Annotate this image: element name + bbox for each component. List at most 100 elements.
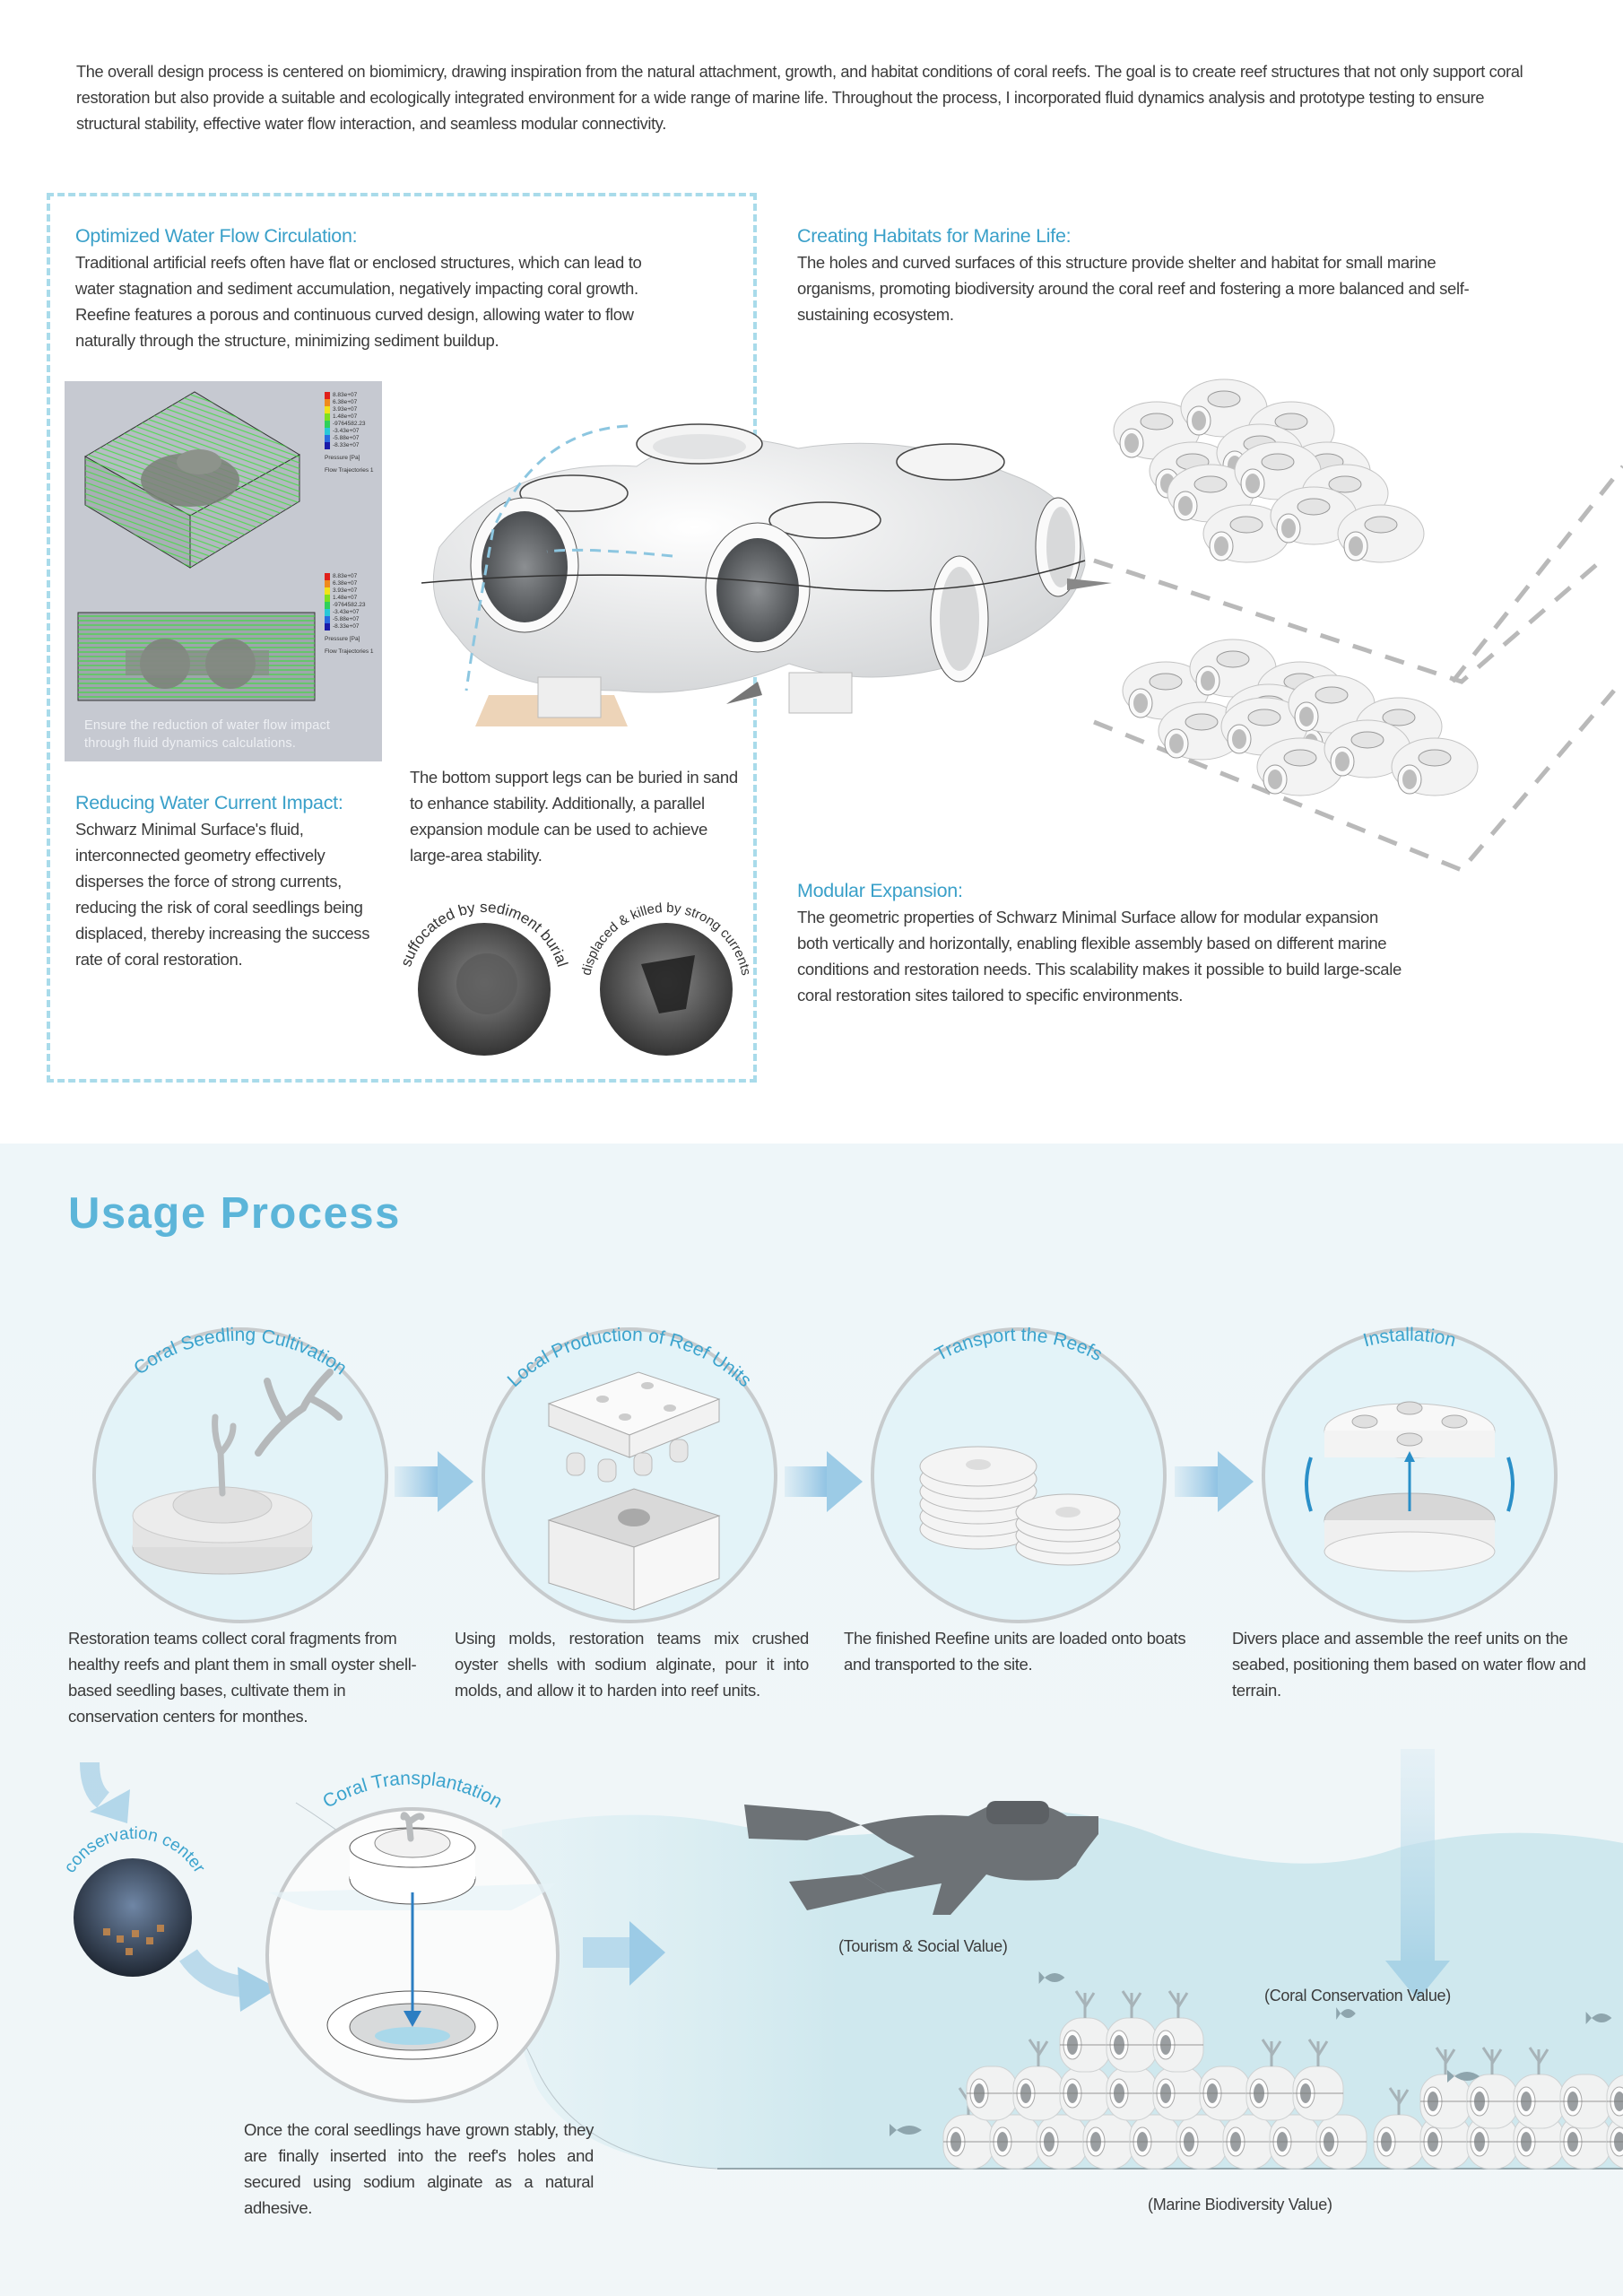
reef-module [1245,2039,1298,2121]
legend-swatch [325,421,330,428]
coral-icon [1028,2039,1049,2066]
legend-entry: 6.38e+07 [325,399,374,406]
step-1-diagram: Coral Seedling Cultivation [92,1325,388,1623]
biodiversity-value-label: (Marine Biodiversity Value) [1148,2196,1332,2213]
coral-seedling-icon [212,1413,237,1497]
legend-entry: 8.83e+07 [325,392,374,399]
reef-module [966,2066,1018,2121]
step-illustration [919,1446,1121,1566]
legend-entry: -5.88e+07 [325,435,374,442]
step-illustration [547,1371,721,1611]
coral-icon [1121,1990,1142,2018]
feature-current: Reducing Water Current Impact: Schwarz M… [75,789,385,972]
assembly-arrows-icon [1305,1451,1515,1512]
step-description: Restoration teams collect coral fragment… [68,1629,417,1726]
legend-value: -3.43e+07 [333,428,360,434]
coral-icon [1074,1990,1096,2018]
reef-module [1466,2114,1518,2170]
legend-value: -9764582.23 [333,421,366,427]
legend-value: -8.33e+07 [333,623,360,630]
legend-entry: -9764582.23 [325,602,374,609]
legend-swatch [325,406,330,413]
fish-icon [1038,1971,1065,1984]
legend-value: 3.93e+07 [333,587,358,594]
legend-value: 3.93e+07 [333,406,358,413]
legend-value: 8.83e+07 [333,392,358,398]
reef-unit-render [421,423,1112,726]
legend-swatch [325,623,330,631]
legend-entry: -8.33e+07 [325,442,374,449]
legend-value: -8.33e+07 [333,442,360,448]
coral-icon [1481,2047,1503,2074]
reef-module [989,2114,1041,2170]
pressure-label: Pressure [Pa] [325,455,360,461]
conservation-center: conservation center [61,1824,209,1977]
feature-heading: Creating Habitats for Marine Life: [797,225,1072,247]
coral-fragment-icon [255,1369,343,1457]
coral-icon [1528,2047,1549,2074]
legend-swatch [325,595,330,602]
reef-module [1466,2047,1518,2129]
reef-module-cluster [1220,674,1479,796]
transplant-body: Once the coral seedlings have grown stab… [244,2120,594,2217]
reef-module [1152,1990,1204,2073]
legend-value: -9764582.23 [333,602,366,608]
curved-arrows [80,1762,278,2012]
reef-module [1176,2114,1228,2170]
step-illustration [132,1369,343,1575]
feature-habitat: Creating Habitats for Marine Life: The h… [797,222,1515,327]
legend-entry: -3.43e+07 [325,609,374,616]
step-3-diagram: Transport the Reefs [871,1325,1167,1623]
reef-module [1106,1990,1158,2073]
feature-flow: Optimized Water Flow Circulation: Tradit… [75,222,667,353]
legend-entry: -5.88e+07 [325,616,374,623]
cfd-render [77,391,316,701]
fish-icon [890,2124,922,2136]
legend-entry: -3.43e+07 [325,428,374,435]
fish-icon [1585,2012,1612,2024]
legend-swatch [325,399,330,406]
damage-photos: suffocated by sediment burial displaced … [397,899,749,1056]
reef-module [1559,2074,1611,2129]
reef-module [942,2087,994,2170]
coral-seedling-icon [400,1812,425,1842]
water-body [502,1810,1623,2169]
feature-heading: Reducing Water Current Impact: [75,792,343,813]
pressure-label: Pressure [Pa] [325,636,360,642]
reef-module [1012,2039,1064,2121]
legend-value: 6.38e+07 [333,580,358,587]
reef-module [1606,2074,1623,2128]
coral-icon [1261,2039,1282,2066]
reef-module [1059,2039,1111,2121]
diver-silhouette [744,1801,1098,1915]
reef-module [1269,2114,1321,2170]
legend-value: -3.43e+07 [333,609,360,615]
arrow-right-icon [1175,1451,1254,1512]
legend-swatch [325,573,330,580]
trajectory-label: Flow Trajectories 1 [325,648,374,655]
legend-value: 1.48e+07 [333,413,358,420]
coral-icon [1307,2039,1329,2066]
step-description: Using molds, restoration teams mix crush… [455,1629,809,1700]
svg-text:Coral Transplantation: Coral Transplantation [319,1768,506,1812]
reef-module-cluster [1167,441,1425,563]
legend-entry: -8.33e+07 [325,623,374,631]
arrow-right-icon [785,1451,863,1512]
reef-module [1036,2114,1088,2170]
legend-value: -5.88e+07 [333,616,360,622]
step-description: Divers place and assemble the reef units… [1232,1629,1586,1700]
legend-value: -5.88e+07 [333,435,360,441]
legend-swatch [325,580,330,587]
reef-module [1082,2114,1134,2170]
cfd-side-view [77,612,316,701]
reef-module [1106,2066,1158,2121]
step-description: The finished Reefine units are loaded on… [844,1629,1186,1674]
legend-entry: 3.93e+07 [325,587,374,595]
reef-module [1152,2066,1204,2121]
feature-body: The bottom support legs can be buried in… [410,768,738,865]
feature-body: The geometric properties of Schwarz Mini… [797,908,1402,1004]
reef-module [1559,2114,1611,2170]
feature-body: Traditional artificial reefs often have … [75,253,642,350]
